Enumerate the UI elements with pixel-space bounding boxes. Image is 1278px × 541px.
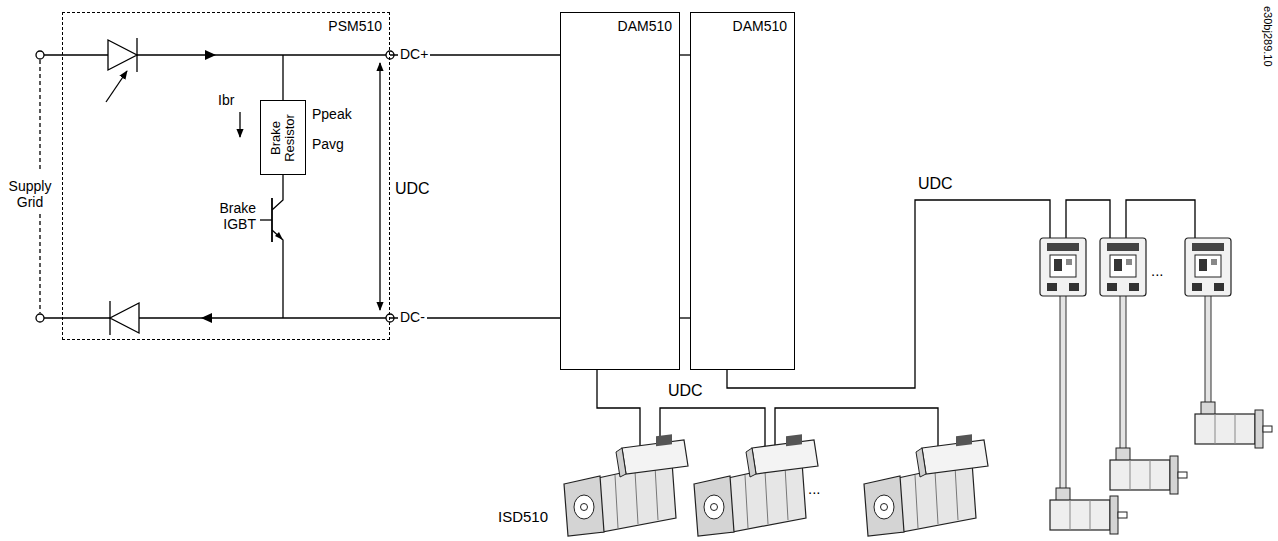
ellipsis: ... — [1151, 262, 1164, 279]
dc-link-wire — [680, 54, 690, 55]
node-label: Brake Resistor — [269, 107, 298, 169]
voltage-label: UDC — [668, 382, 703, 400]
grid-label: Supply Grid — [2, 178, 58, 210]
figure-id: e30bj289.10 — [1261, 6, 1274, 67]
ellipsis: ... — [808, 480, 821, 497]
current-label: Ibr — [218, 92, 234, 108]
brake-resistor-box: Brake Resistor — [260, 100, 306, 175]
axis-module-box: DAM510 — [690, 12, 795, 370]
igbt-label: Brake IGBT — [206, 200, 256, 232]
terminal-label: DC- — [398, 309, 427, 325]
power-supply-module: PSM510Brake Resistor — [62, 12, 390, 340]
node-label: DAM510 — [729, 13, 794, 34]
power-label: Pavg — [312, 136, 344, 152]
voltage-label: UDC — [395, 180, 430, 198]
terminal-label: DC+ — [398, 46, 430, 62]
axis-module-box: DAM510 — [560, 12, 680, 370]
motor-label: ISD510 — [498, 508, 548, 525]
node-label: PSM510 — [324, 13, 389, 34]
voltage-label: UDC — [918, 175, 953, 193]
power-label: Ppeak — [312, 106, 352, 122]
node-label: DAM510 — [614, 13, 679, 34]
dc-link-wire — [680, 317, 690, 318]
